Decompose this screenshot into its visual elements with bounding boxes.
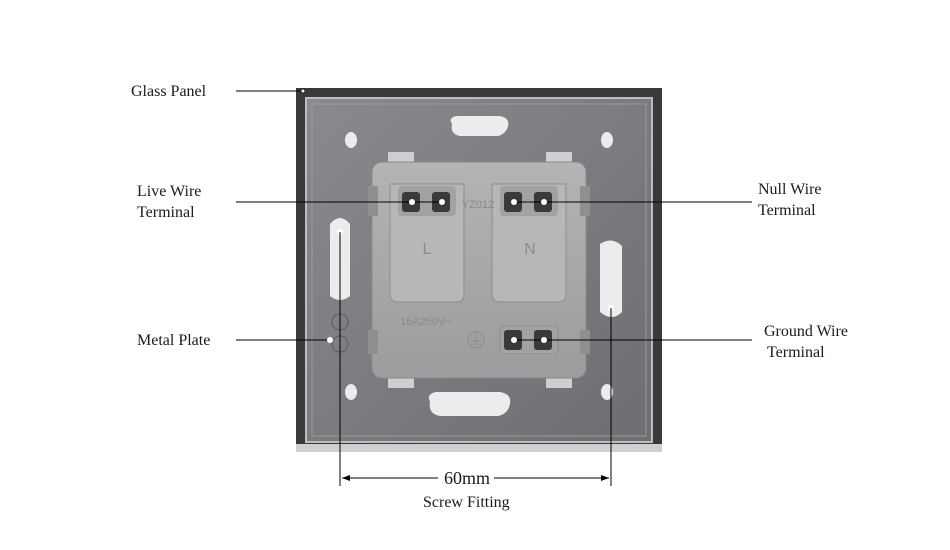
label-glass-panel: Glass Panel [131,83,207,100]
label-live-wire-line2: Terminal [137,204,195,221]
null-dot-2 [541,199,547,205]
ground-dot-1 [511,337,517,343]
label-null-wire-line1: Null Wire [758,181,822,198]
label-screw-fitting: Screw Fitting [423,494,510,511]
label-metal-plate: Metal Plate [137,332,211,349]
socket-letter-l: L [423,241,432,258]
metal-plate-dot [327,337,333,343]
ground-dot-2 [541,337,547,343]
hole-tl [345,132,357,148]
ground-symbol-icon [467,331,485,349]
hole-br [601,384,613,400]
live-dot-2 [439,199,445,205]
top-slot [450,116,509,136]
label-ground-wire-line1: Ground Wire [764,323,848,340]
right-screw-slot [600,240,622,317]
glass-panel-edge [296,444,662,452]
bottom-slot [428,392,511,416]
model-mark: YZ012 [462,199,494,211]
null-dot-1 [511,199,517,205]
dimension-label: 60mm [444,468,491,488]
label-live-wire-line1: Live Wire [137,183,202,200]
socket-letter-n: N [524,241,536,258]
hole-bl [345,384,357,400]
label-null-wire-line2: Terminal [758,202,816,219]
label-ground-wire-line2: Terminal [767,344,825,361]
hole-tr [601,132,613,148]
rating-mark: 16A250V~ [400,316,452,328]
live-dot-1 [409,199,415,205]
